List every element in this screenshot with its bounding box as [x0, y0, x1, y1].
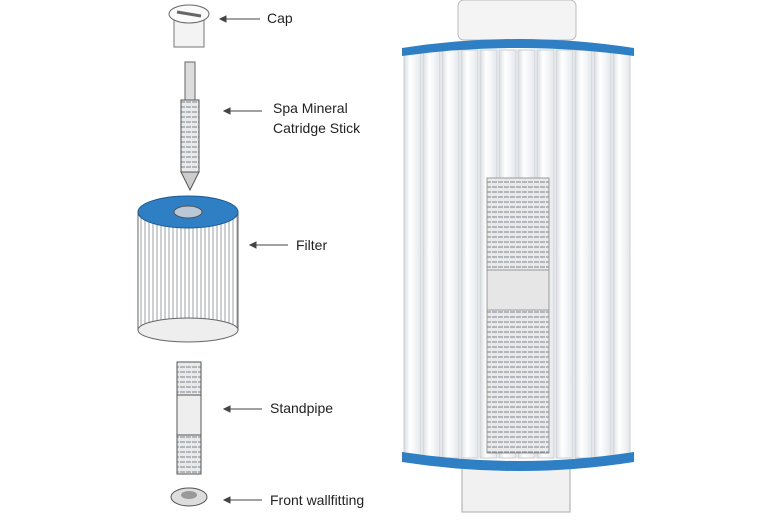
- filter-pleat: [441, 49, 460, 459]
- filter-pleat: [460, 49, 479, 459]
- label-cap: Cap: [267, 10, 293, 26]
- filter-pleat: [574, 49, 593, 459]
- cap-part: [168, 4, 210, 48]
- leader-arrows: [218, 15, 288, 504]
- filter-pleat: [422, 49, 441, 459]
- label-standpipe: Standpipe: [270, 400, 334, 416]
- label-filter: Filter: [296, 237, 328, 253]
- mineral-stick-part: [180, 61, 200, 192]
- label-stick-line1: Spa Mineral: [273, 100, 348, 116]
- wallfitting-part: [170, 487, 208, 507]
- filter-part: [137, 195, 239, 343]
- label-wallfitting: Front wallfitting: [270, 492, 365, 508]
- large-filter-cutaway: [402, 0, 634, 513]
- filter-pleat: [612, 49, 631, 459]
- filter-pleat: [593, 49, 612, 459]
- label-stick-line2: Catridge Stick: [273, 120, 361, 136]
- filter-pleat: [555, 49, 574, 459]
- standpipe-part: [176, 361, 202, 475]
- filter-pleat: [403, 49, 422, 459]
